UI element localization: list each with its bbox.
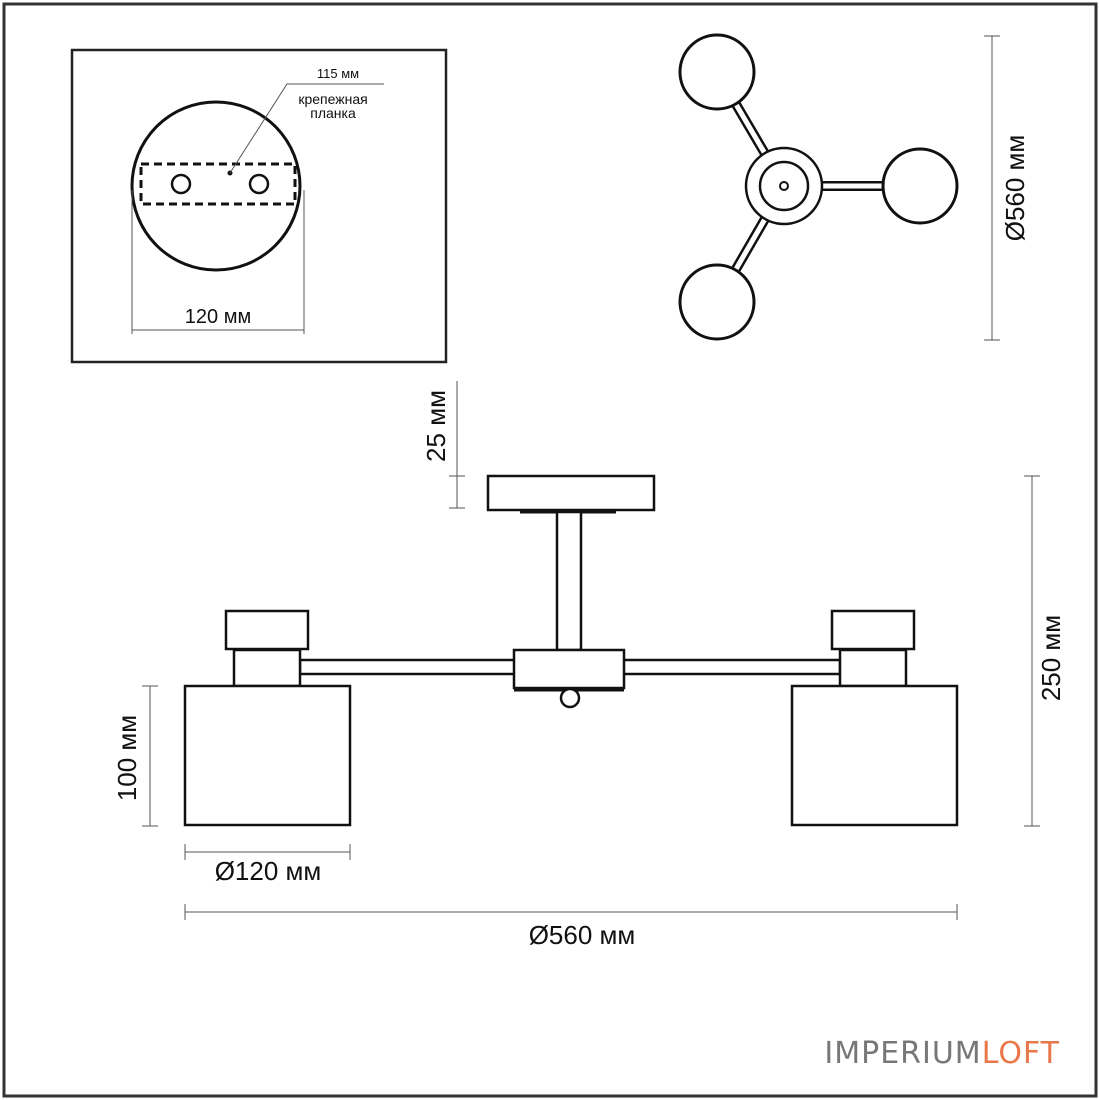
mount-detail: 115 мм крепежная планка 120 мм — [70, 48, 448, 364]
canopy-height-label: 25 мм — [421, 390, 451, 462]
bracket-size-label: 115 мм — [317, 66, 359, 81]
center-hub — [512, 648, 626, 690]
top-shade-upper — [678, 33, 756, 111]
top-shade-lower — [678, 263, 756, 341]
bracket-label-line1: крепежная — [298, 91, 367, 107]
right-socket-cap — [830, 609, 916, 651]
canopy — [486, 474, 656, 512]
stem — [555, 510, 583, 652]
bracket-label-line2: планка — [310, 105, 356, 121]
brand-logo-part1: IMPERIUM — [824, 1036, 982, 1071]
shade-diameter-label: Ø120 мм — [215, 856, 322, 886]
center-finial — [559, 687, 581, 709]
bracket-leader-line — [229, 83, 384, 174]
left-socket-neck — [232, 648, 302, 688]
top-diameter-label: Ø560 мм — [1000, 135, 1030, 242]
top-shade-right — [881, 147, 959, 225]
base-plate-circle — [130, 100, 302, 272]
brand-logo: IMPERIUMLOFT — [824, 1036, 1060, 1071]
mounting-bracket — [139, 162, 297, 206]
left-shade — [183, 684, 352, 827]
base-width-label: 120 мм — [185, 306, 251, 328]
shade-height-label: 100 мм — [112, 715, 142, 801]
right-socket-neck — [838, 648, 908, 688]
left-socket-cap — [224, 609, 310, 651]
mount-detail-frame — [70, 48, 448, 364]
side-view: 25 мм 250 мм 100 мм Ø120 мм Ø560 мм — [112, 381, 1066, 950]
screw-hole-right — [248, 173, 270, 195]
top-hub-center — [779, 181, 789, 191]
top-view: Ø560 мм — [678, 33, 1030, 341]
overall-diameter-label: Ø560 мм — [529, 920, 636, 950]
screw-hole-left — [170, 173, 192, 195]
total-height-label: 250 мм — [1036, 615, 1066, 701]
brand-logo-part2: LOFT — [981, 1036, 1060, 1071]
right-shade — [790, 684, 959, 827]
